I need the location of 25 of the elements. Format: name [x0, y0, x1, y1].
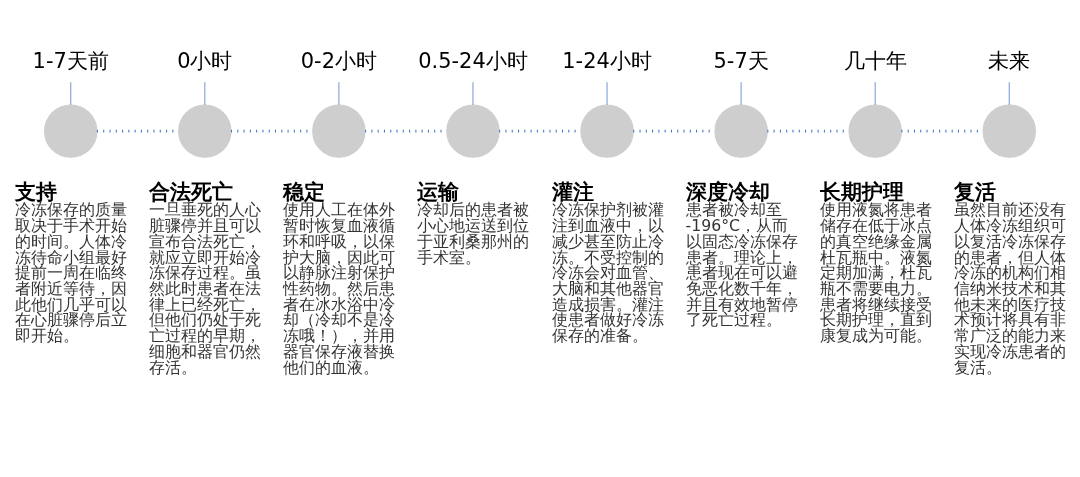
node-text: 0-2小时	[300, 49, 377, 74]
node-circle	[580, 104, 634, 158]
connector	[740, 81, 742, 106]
connector	[338, 81, 340, 106]
node-text: 0小时	[177, 49, 233, 74]
node-circle	[312, 104, 366, 158]
connector	[204, 81, 206, 106]
connector	[472, 81, 474, 106]
node-text: 未来	[988, 49, 1031, 74]
node-text: 0.5-24小时	[418, 49, 528, 74]
node-text: 1-24小时	[562, 49, 652, 74]
node-circle	[44, 104, 98, 158]
connector	[606, 81, 608, 106]
node-circle	[982, 104, 1036, 158]
connector	[1008, 81, 1010, 106]
node-text: 5-7天	[713, 49, 769, 74]
node-circle	[446, 104, 500, 158]
node-circle	[848, 104, 902, 158]
connector	[874, 81, 876, 106]
node-circle	[714, 104, 768, 158]
node-text: 1-7天前	[32, 49, 109, 74]
connector	[70, 81, 72, 106]
node-circle	[178, 104, 232, 158]
node-label: 复活	[953, 179, 996, 204]
node-text: 几十年	[843, 49, 907, 74]
